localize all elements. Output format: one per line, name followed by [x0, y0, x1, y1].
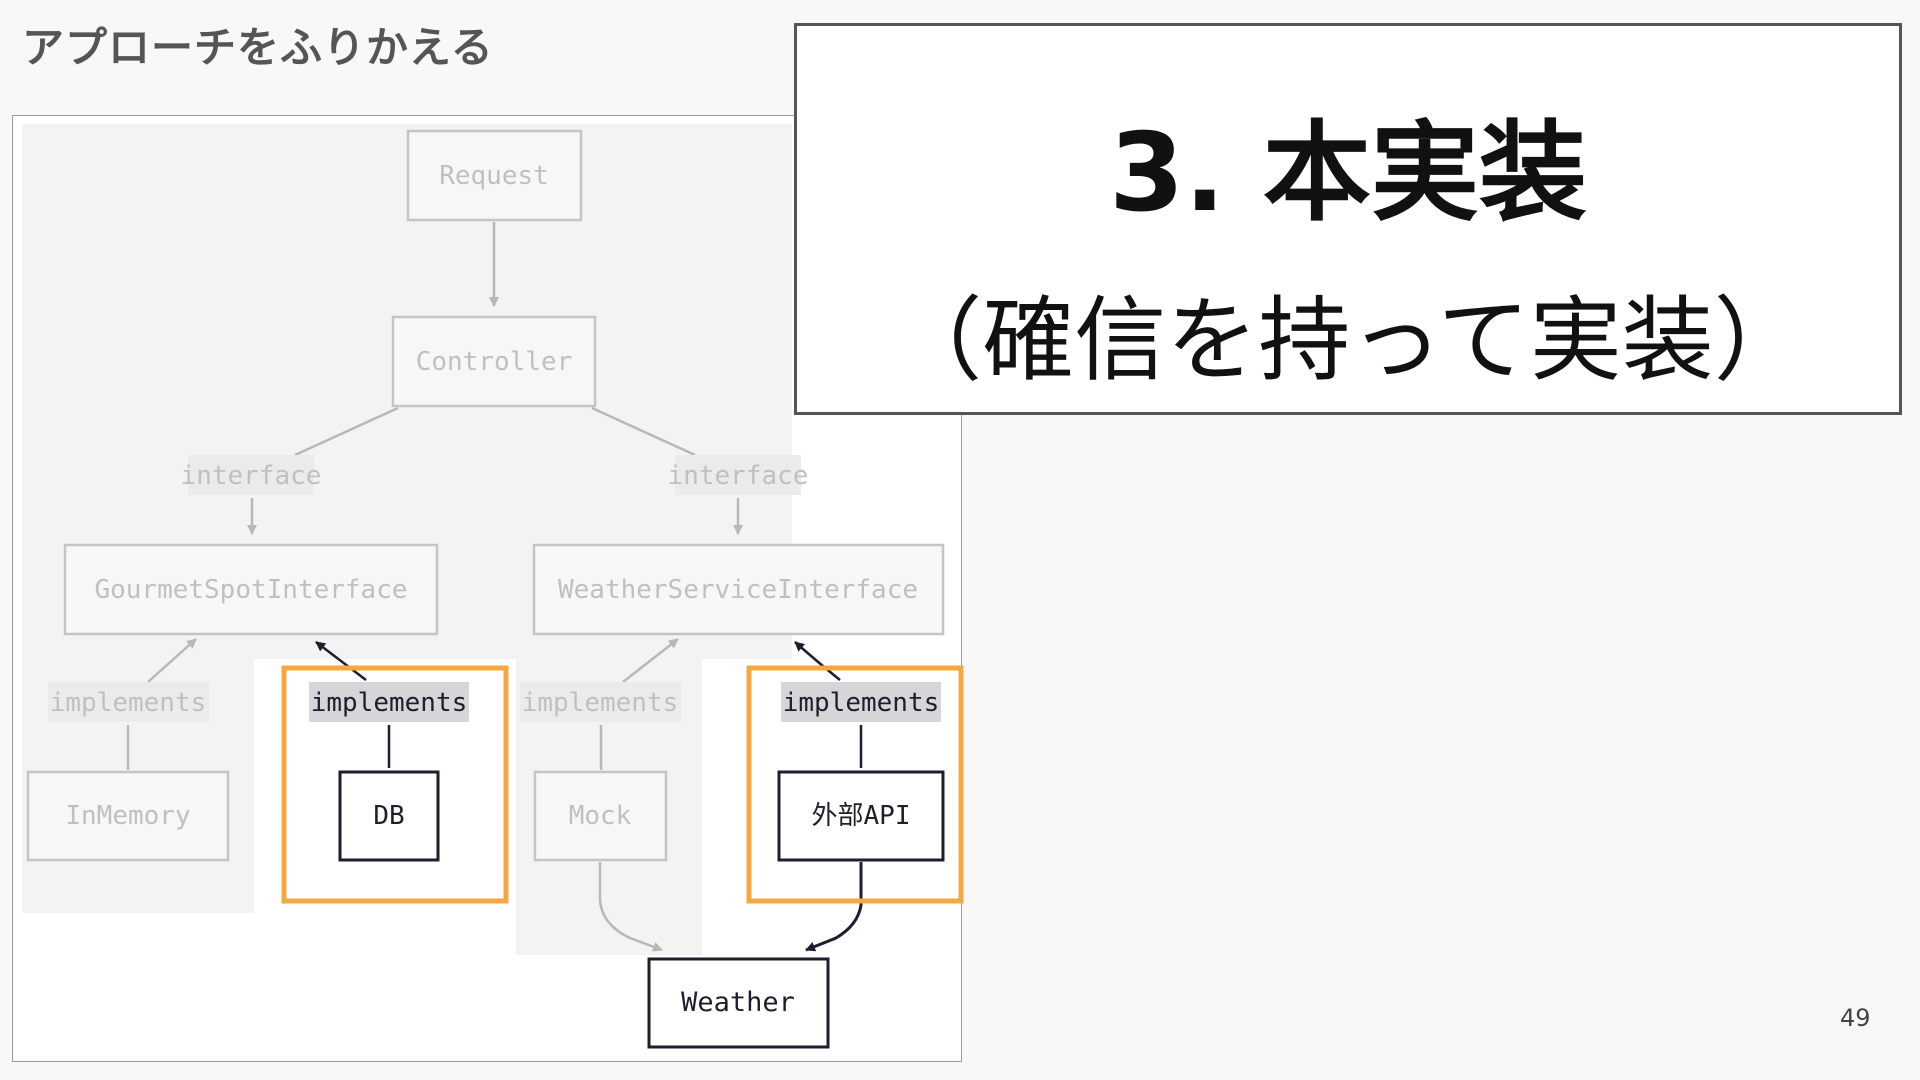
edge-api-weather	[805, 862, 863, 952]
svg-text:implements: implements	[311, 688, 468, 718]
node-weather: Weather	[647, 957, 830, 1049]
page-number: 49	[1840, 1004, 1871, 1032]
highlight-db-frame	[281, 665, 509, 904]
slide-title: アプローチをふりかえる	[22, 23, 494, 72]
svg-text:implements: implements	[50, 688, 207, 718]
edge-controller-interface-right	[591, 406, 743, 535]
callout-heading: 3. 本実装	[1109, 111, 1587, 236]
svg-text:外部API: 外部API	[812, 801, 911, 831]
edge-label-implements-inmemory: implements	[48, 682, 209, 722]
svg-text:Controller: Controller	[416, 347, 573, 377]
svg-text:InMemory: InMemory	[65, 801, 190, 831]
edge-label-implements-db: implements	[309, 682, 469, 722]
callout-box: 3. 本実装 （確信を持って実装）	[794, 23, 1902, 415]
node-controller: Controller	[391, 315, 597, 408]
edge-controller-interface-left	[247, 406, 399, 535]
edge-label-interface-right: interface	[668, 455, 809, 495]
node-weather-interface: WeatherServiceInterface	[532, 543, 945, 636]
edge-mock-weather	[598, 862, 663, 952]
edge-label-implements-mock: implements	[520, 682, 681, 722]
node-external-api: 外部API	[777, 770, 945, 862]
edge-label-interface-left: interface	[181, 455, 322, 495]
node-request: Request	[406, 129, 583, 222]
svg-text:DB: DB	[373, 801, 404, 831]
callout-subheading: （確信を持って実装）	[890, 287, 1806, 394]
node-inmemory: InMemory	[26, 770, 230, 862]
svg-text:GourmetSpotInterface: GourmetSpotInterface	[94, 575, 407, 605]
svg-text:Mock: Mock	[569, 801, 632, 831]
svg-text:interface: interface	[181, 461, 322, 491]
svg-text:implements: implements	[522, 688, 679, 718]
node-gourmet-interface: GourmetSpotInterface	[63, 543, 439, 636]
edge-db-implements	[315, 641, 391, 768]
edge-label-implements-api: implements	[781, 682, 941, 722]
svg-text:implements: implements	[783, 688, 940, 718]
node-db: DB	[338, 770, 440, 862]
svg-text:interface: interface	[668, 461, 809, 491]
svg-text:Request: Request	[439, 161, 549, 191]
edge-mock-implements	[599, 638, 679, 770]
svg-text:WeatherServiceInterface: WeatherServiceInterface	[558, 575, 918, 605]
edge-api-implements	[794, 641, 863, 768]
highlight-api-frame	[746, 665, 964, 904]
node-mock: Mock	[533, 770, 668, 862]
edge-inmemory-implements	[126, 638, 197, 770]
svg-text:Weather: Weather	[681, 987, 795, 1018]
